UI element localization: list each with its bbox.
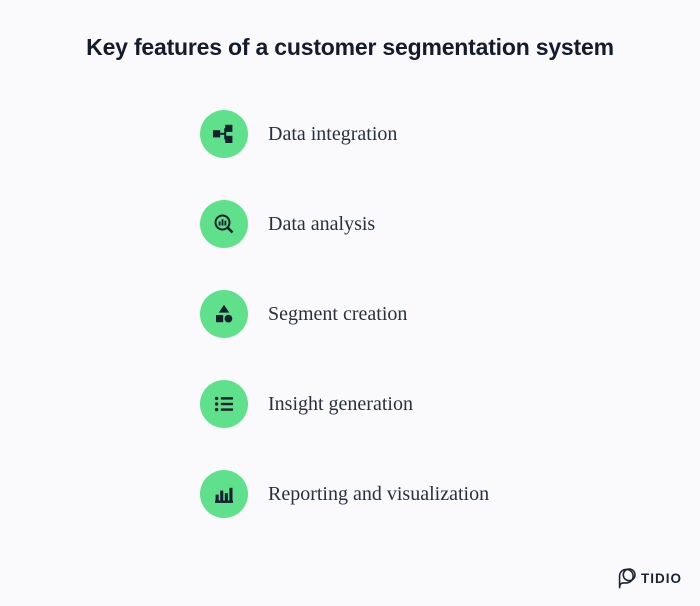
feature-item-data-integration: Data integration <box>200 110 489 158</box>
feature-label: Insight generation <box>268 392 413 415</box>
bar-chart-icon <box>200 470 248 518</box>
feature-label: Segment creation <box>268 302 408 325</box>
feature-item-data-analysis: Data analysis <box>200 200 489 248</box>
page-title: Key features of a customer segmentation … <box>86 34 614 60</box>
feature-label: Data analysis <box>268 212 376 235</box>
feature-label: Data integration <box>268 122 398 145</box>
shapes-icon <box>200 290 248 338</box>
magnifier-chart-icon <box>200 200 248 248</box>
feature-item-reporting-visualization: Reporting and visualization <box>200 470 489 518</box>
bullet-list-icon <box>200 380 248 428</box>
flowchart-icon <box>200 110 248 158</box>
feature-list: Data integration Data analysis <box>200 110 489 518</box>
brand-footer: TIDIO <box>614 565 682 591</box>
brand-name: TIDIO <box>641 570 682 586</box>
feature-item-insight-generation: Insight generation <box>200 380 489 428</box>
feature-label: Reporting and visualization <box>268 482 490 505</box>
tidio-bubble-icon <box>614 565 640 591</box>
feature-item-segment-creation: Segment creation <box>200 290 489 338</box>
